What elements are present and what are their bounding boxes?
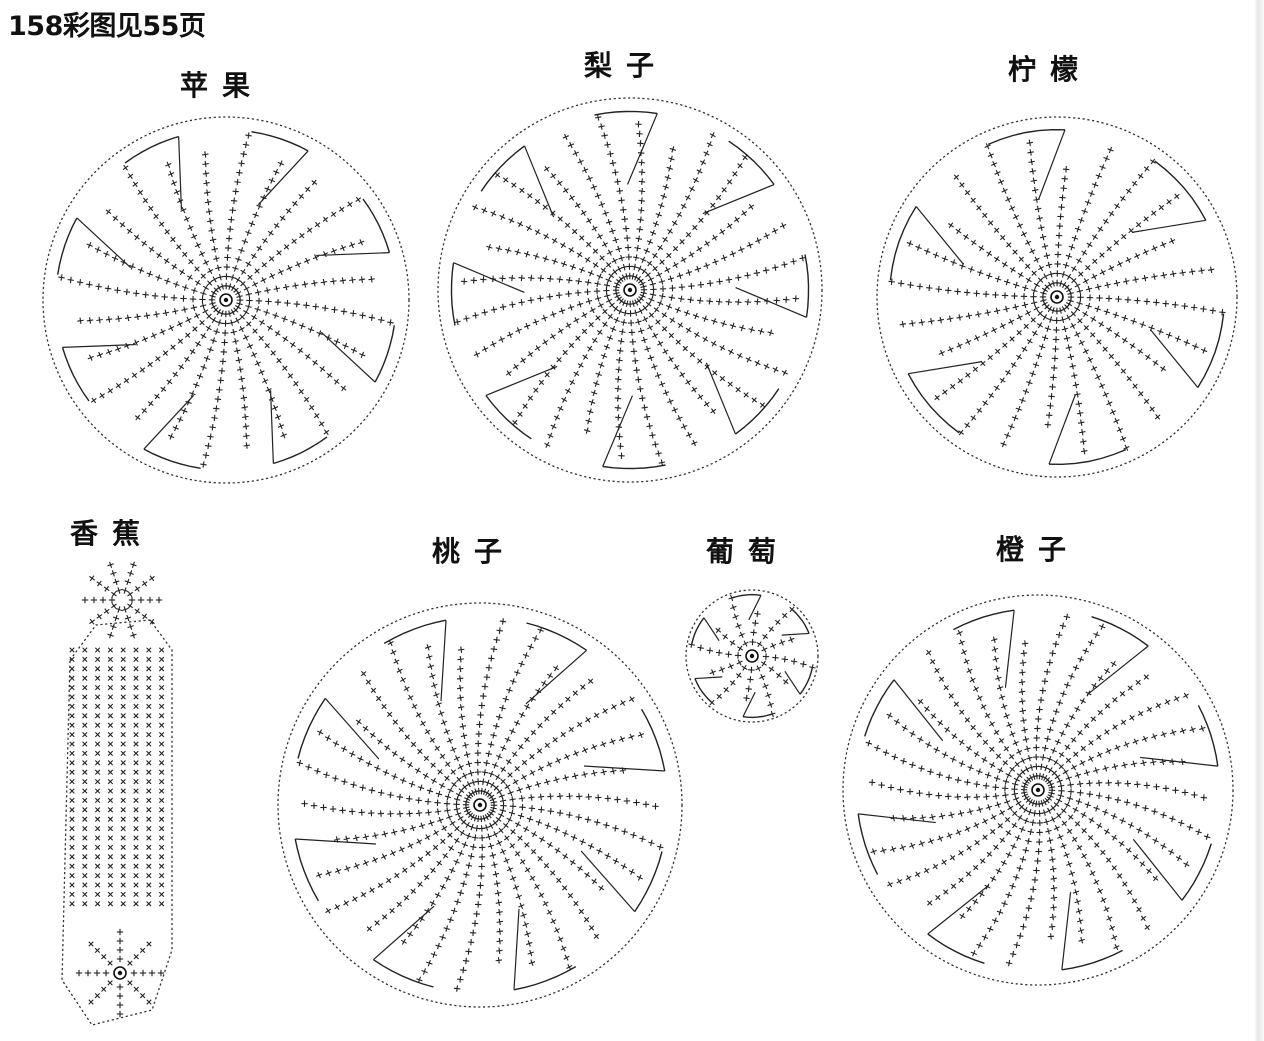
page-edge — [1254, 0, 1264, 1041]
label-orange: 橙子 — [996, 533, 1081, 566]
lemon-chart — [876, 116, 1238, 478]
page-header: 158彩图见55页 — [8, 11, 206, 42]
label-apple: 苹果 — [180, 69, 265, 102]
pear-chart — [437, 97, 823, 483]
apple-chart — [42, 116, 410, 484]
label-lemon: 柠檬 — [1008, 53, 1093, 86]
peach-chart — [277, 602, 683, 1008]
banana-chart — [61, 561, 173, 1026]
grape-chart — [685, 589, 819, 723]
label-peach: 桃子 — [432, 535, 517, 568]
label-pear: 梨子 — [584, 49, 669, 82]
orange-chart — [842, 594, 1234, 986]
label-banana: 香蕉 — [70, 517, 155, 550]
label-grape: 葡萄 — [706, 535, 791, 568]
